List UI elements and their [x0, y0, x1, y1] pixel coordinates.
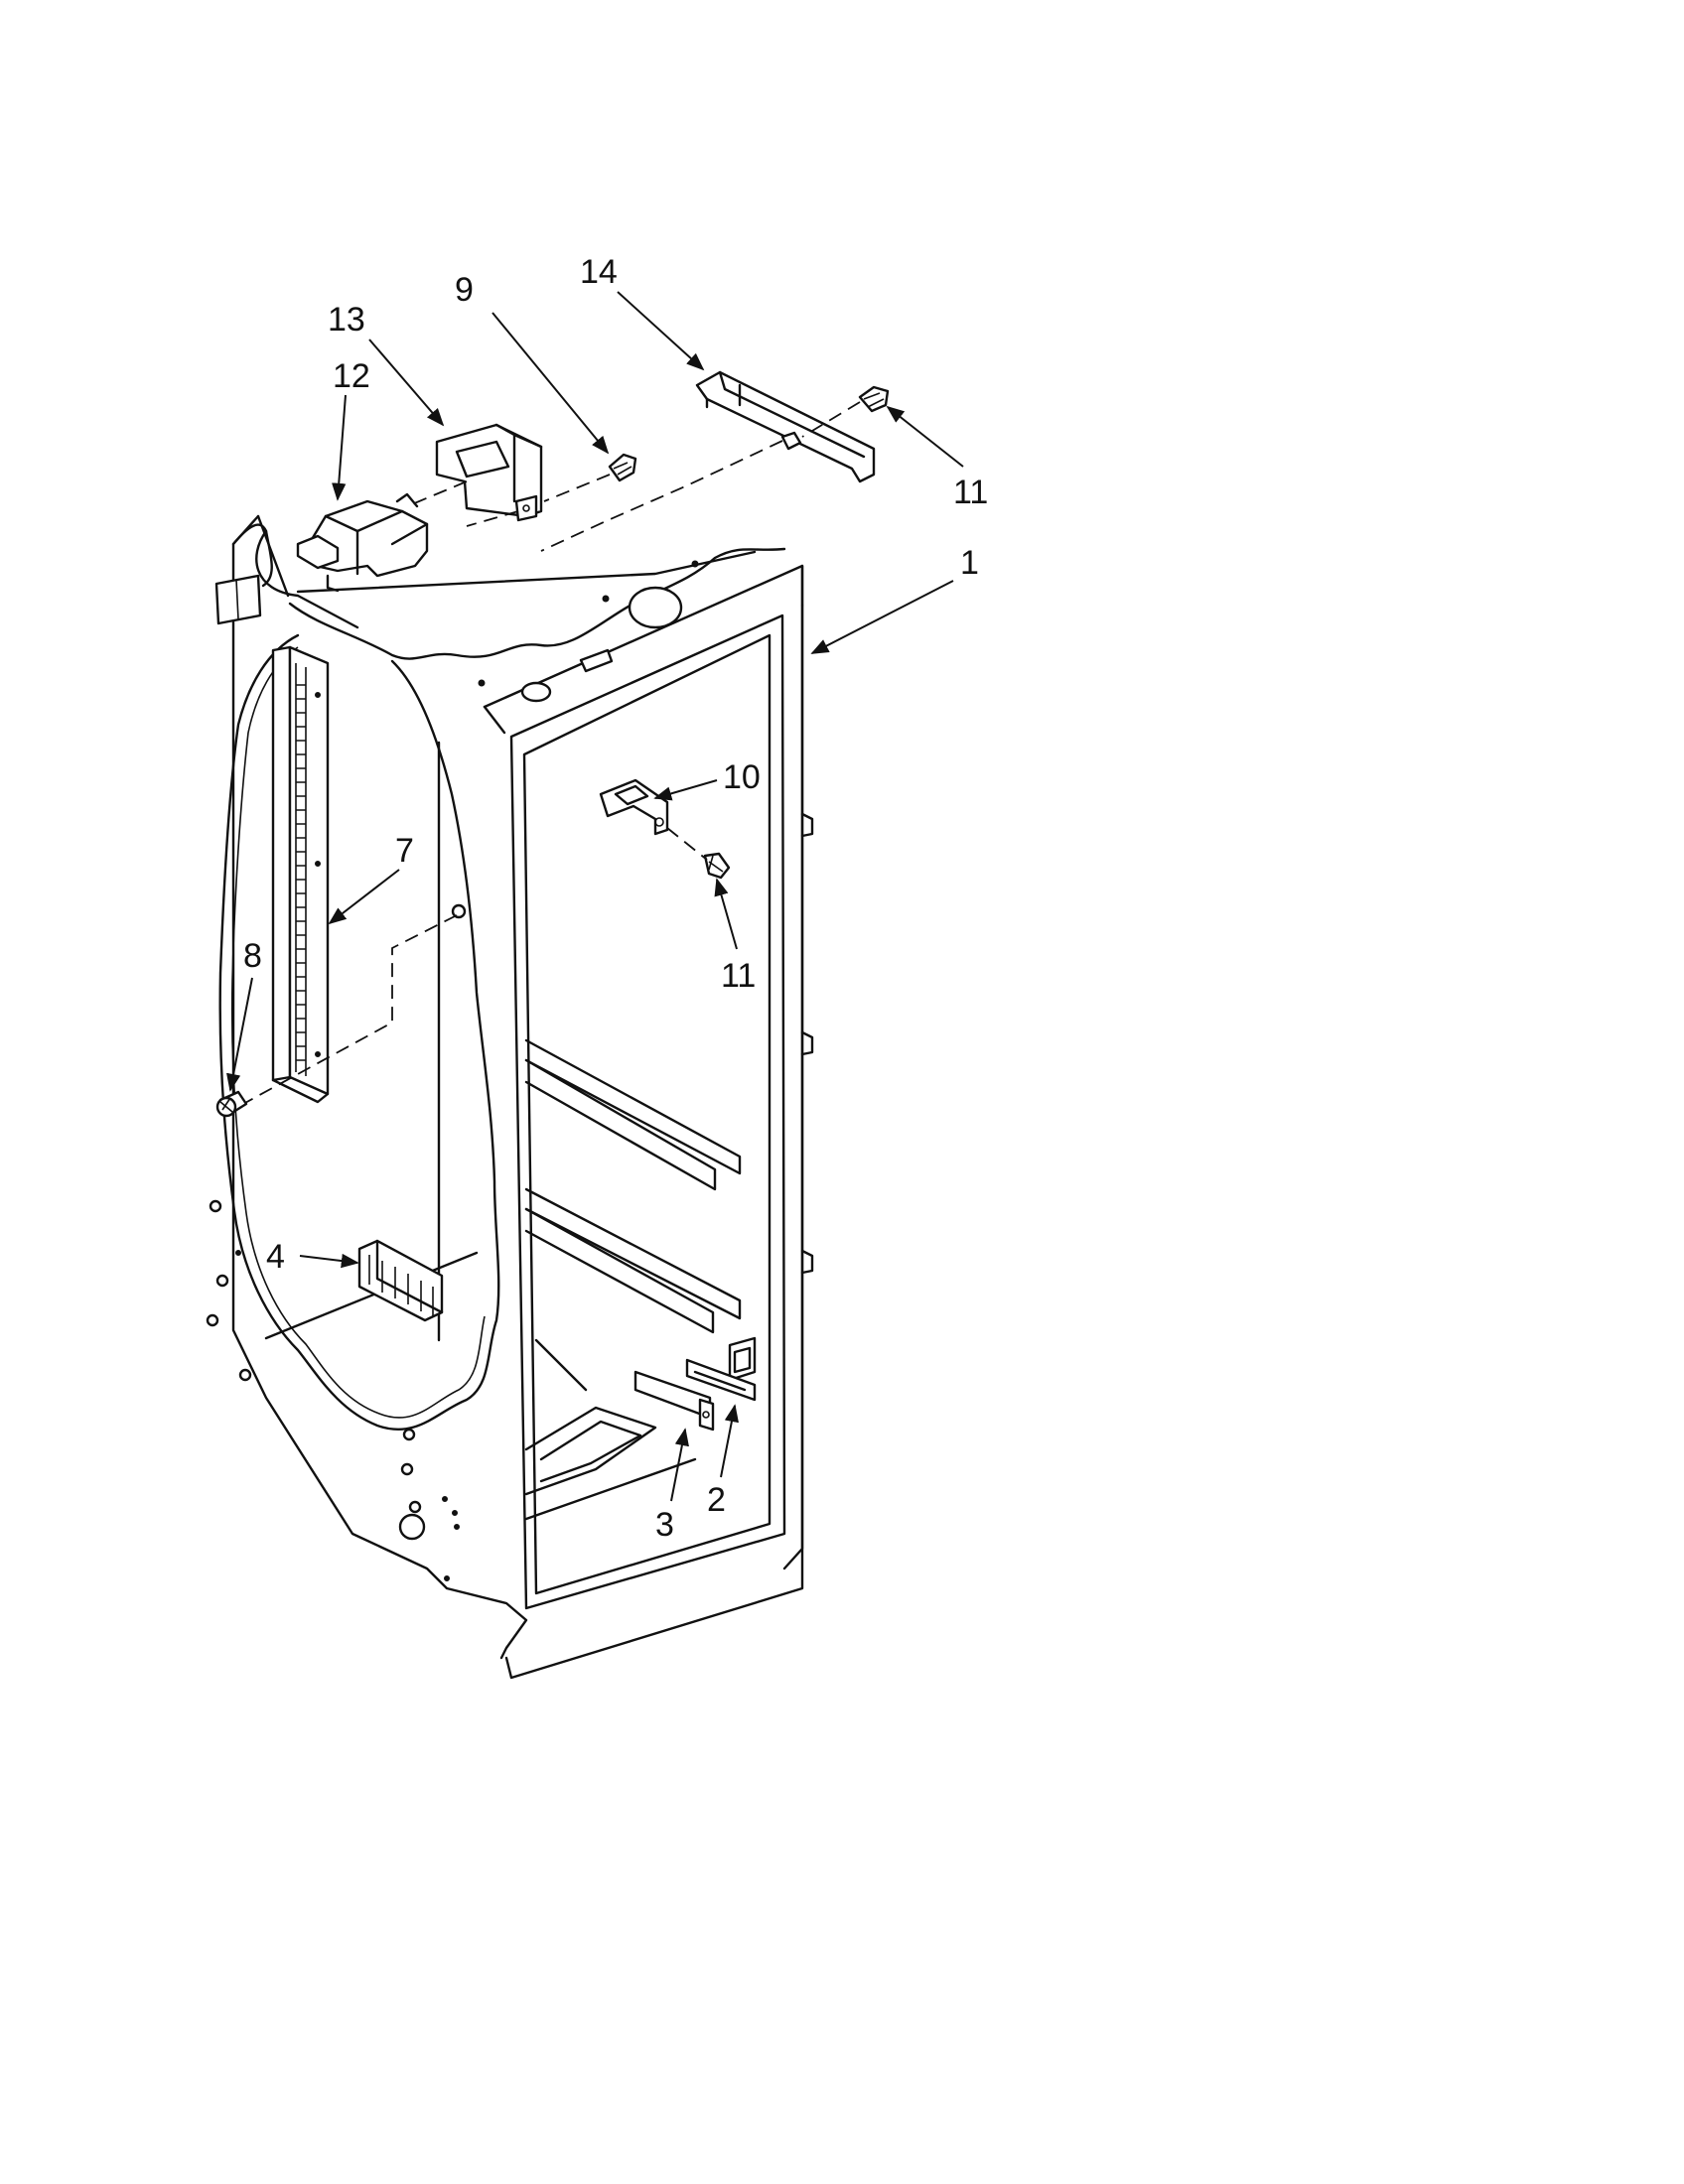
part-7-shelf-ladder [242, 645, 467, 1105]
callout-labels: 1 2 3 4 7 8 9 10 11 11 12 13 14 [226, 253, 988, 1544]
part-4-vent-grille [357, 1239, 444, 1322]
part-13-cover [411, 423, 543, 527]
callout-13: 13 [328, 301, 365, 339]
callout-8: 8 [243, 937, 262, 975]
part-11-screw-upper [801, 385, 890, 438]
part-3-plate [633, 1370, 715, 1432]
callout-14: 14 [580, 253, 618, 291]
part-2-bracket [685, 1358, 757, 1402]
part-11-screw-lower [666, 827, 731, 880]
callout-3: 3 [655, 1506, 674, 1544]
callout-9: 9 [455, 271, 474, 309]
callout-4: 4 [266, 1238, 285, 1276]
cabinet-liner [206, 514, 814, 1680]
part-10-bracket [599, 778, 669, 836]
callout-11-upper: 11 [953, 474, 988, 511]
callout-2: 2 [707, 1481, 726, 1519]
callout-11-lower: 11 [721, 957, 756, 995]
part-8-screw [215, 1090, 248, 1118]
part-9-screw [543, 453, 637, 502]
callout-12: 12 [333, 357, 370, 395]
ladder-slots [296, 684, 306, 1061]
callout-10: 10 [723, 758, 761, 796]
part-14-rail [540, 370, 876, 552]
callout-7: 7 [395, 832, 414, 870]
part-12-control-housing [296, 492, 429, 593]
callout-1: 1 [960, 544, 979, 582]
